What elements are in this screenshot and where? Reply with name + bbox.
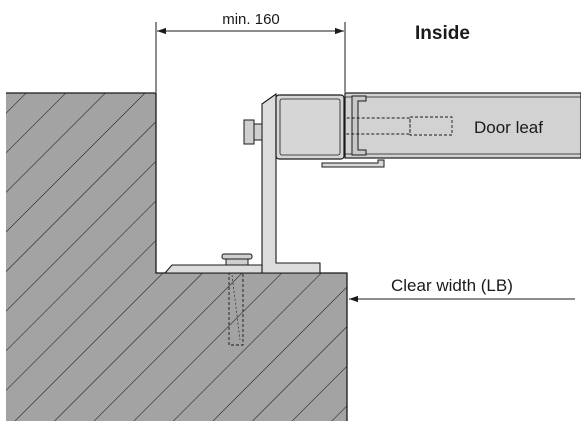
mounting-bracket xyxy=(163,92,345,274)
anchor-bolt xyxy=(221,253,253,346)
clear-width-pointer: Clear width (LB) xyxy=(349,276,575,303)
clear-width-label: Clear width (LB) xyxy=(391,276,513,295)
door-leaf: Door leaf xyxy=(316,92,581,168)
side-label: Inside xyxy=(415,23,470,44)
dimension-label: min. 160 xyxy=(222,11,280,28)
dimension-min-160: min. 160 xyxy=(155,11,346,92)
door-leaf-label: Door leaf xyxy=(474,118,543,137)
wall-section xyxy=(6,92,348,421)
